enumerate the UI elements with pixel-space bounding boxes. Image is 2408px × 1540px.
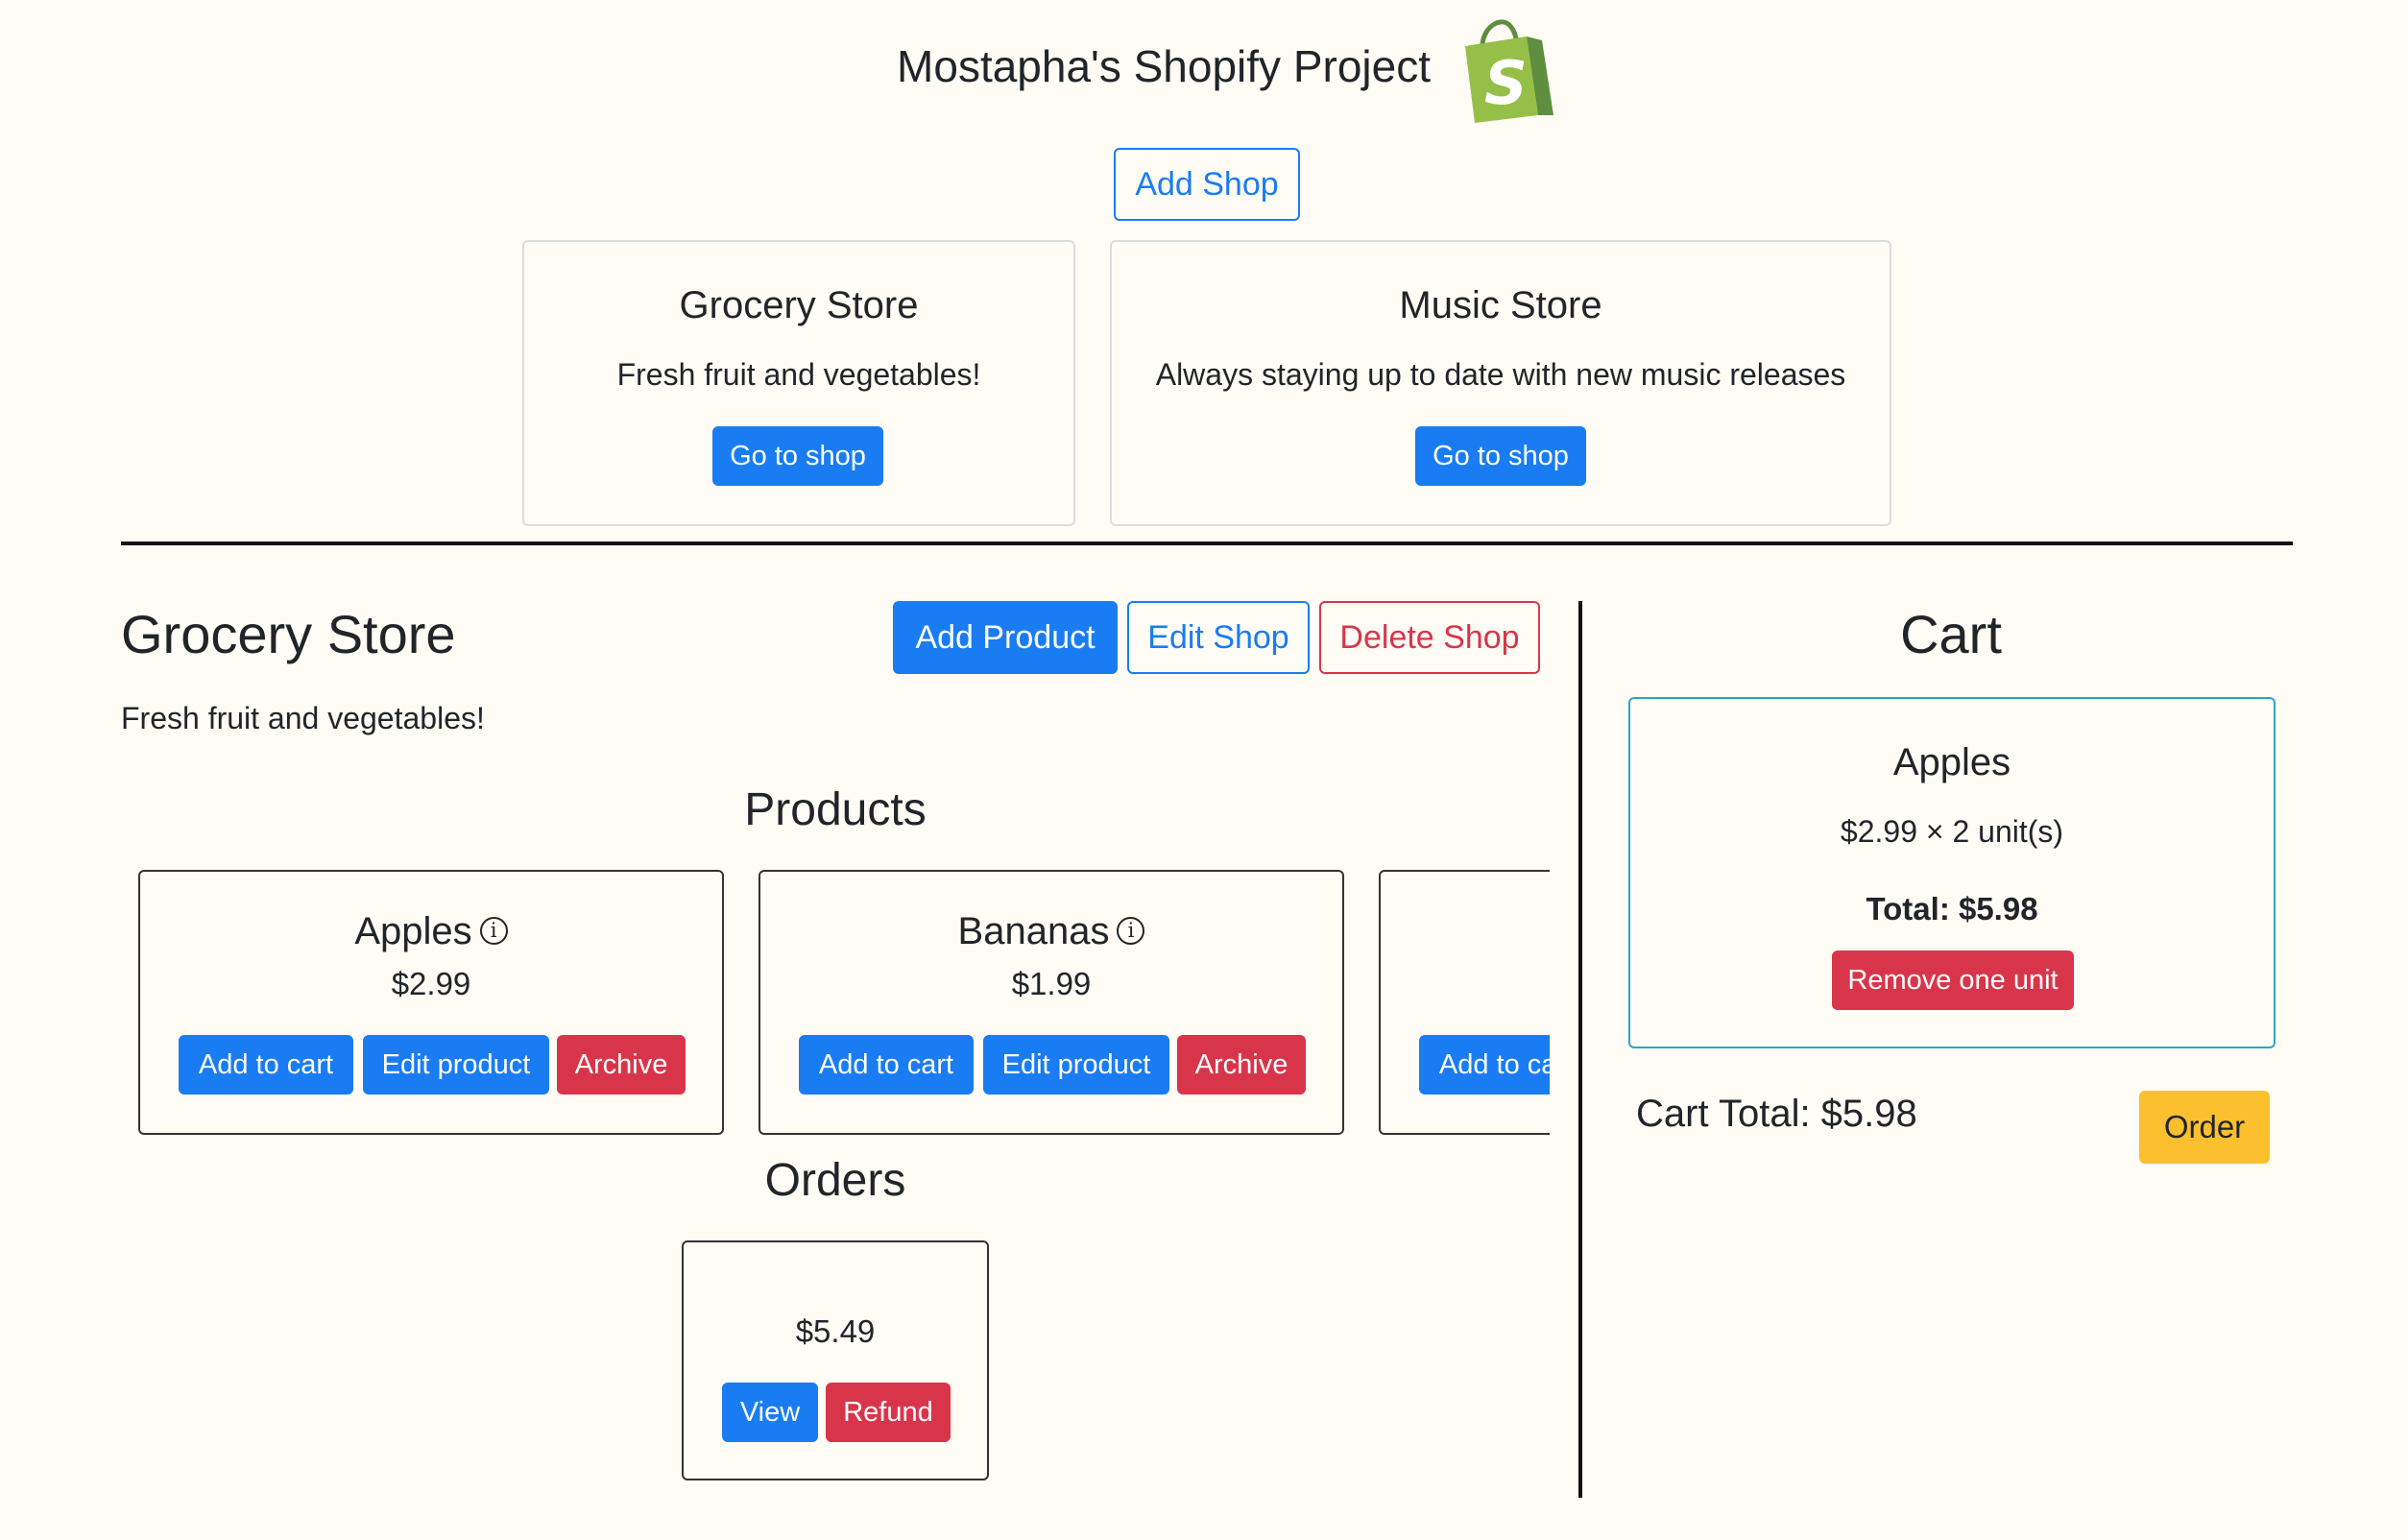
archive-button[interactable]: Archive	[1177, 1035, 1306, 1095]
vertical-divider	[1578, 601, 1582, 1498]
orders-heading: Orders	[764, 1155, 906, 1206]
order-card: $5.49 View Refund	[682, 1240, 989, 1480]
info-icon[interactable]: i	[1117, 916, 1145, 945]
add-product-button[interactable]: Add Product	[893, 601, 1118, 674]
shop-detail-title: Grocery Store	[121, 604, 456, 664]
go-to-shop-button[interactable]: Go to shop	[712, 426, 883, 486]
edit-shop-button[interactable]: Edit Shop	[1127, 601, 1310, 674]
shop-card-title: Music Store	[1399, 284, 1602, 326]
shop-card-description: Always staying up to date with new music…	[1155, 357, 1846, 392]
horizontal-divider	[121, 541, 2293, 545]
view-order-button[interactable]: View	[722, 1383, 818, 1442]
edit-product-button[interactable]: Edit product	[363, 1035, 549, 1095]
shopify-logo-letter: S	[1484, 48, 1528, 118]
products-heading: Products	[744, 784, 927, 835]
cart-item-name: Apples	[1892, 741, 2011, 783]
product-name: Bananas	[957, 910, 1110, 952]
shopify-logo-icon: S	[1456, 15, 1553, 123]
add-to-cart-button[interactable]: Add to cart	[1419, 1035, 1550, 1095]
edit-product-button[interactable]: Edit product	[983, 1035, 1169, 1095]
order-total: $5.49	[795, 1313, 876, 1349]
cart-item-price-line: $2.99 × 2 unit(s)	[1840, 814, 2064, 849]
shop-card-title: Grocery Store	[679, 284, 919, 326]
cart-item-total: Total: $5.98	[1866, 891, 2038, 926]
delete-shop-button[interactable]: Delete Shop	[1319, 601, 1540, 674]
order-button[interactable]: Order	[2139, 1091, 2270, 1164]
add-to-cart-button[interactable]: Add to cart	[179, 1035, 353, 1095]
shop-card-music: Music Store Always staying up to date wi…	[1110, 240, 1891, 526]
page-title: Mostapha's Shopify Project	[897, 41, 1431, 91]
cart-heading: Cart	[1900, 604, 2002, 664]
shop-card-grocery: Grocery Store Fresh fruit and vegetables…	[522, 240, 1075, 526]
product-card: Add to cart	[1379, 870, 1550, 1135]
cart-total: Cart Total: $5.98	[1636, 1093, 1917, 1135]
archive-button[interactable]: Archive	[557, 1035, 686, 1095]
add-shop-button[interactable]: Add Shop	[1114, 148, 1300, 221]
product-name: Apples	[354, 910, 472, 952]
refund-button[interactable]: Refund	[826, 1383, 951, 1442]
product-price: $1.99	[1011, 966, 1092, 1001]
go-to-shop-button[interactable]: Go to shop	[1415, 426, 1586, 486]
info-icon[interactable]: i	[479, 916, 508, 945]
shop-detail-description: Fresh fruit and vegetables!	[121, 701, 485, 735]
add-to-cart-button[interactable]: Add to cart	[799, 1035, 974, 1095]
shop-card-description: Fresh fruit and vegetables!	[616, 357, 981, 392]
remove-one-unit-button[interactable]: Remove one unit	[1832, 950, 2074, 1010]
product-price: $2.99	[391, 966, 471, 1001]
cart-item-card: Apples $2.99 × 2 unit(s) Total: $5.98 Re…	[1628, 697, 2276, 1048]
